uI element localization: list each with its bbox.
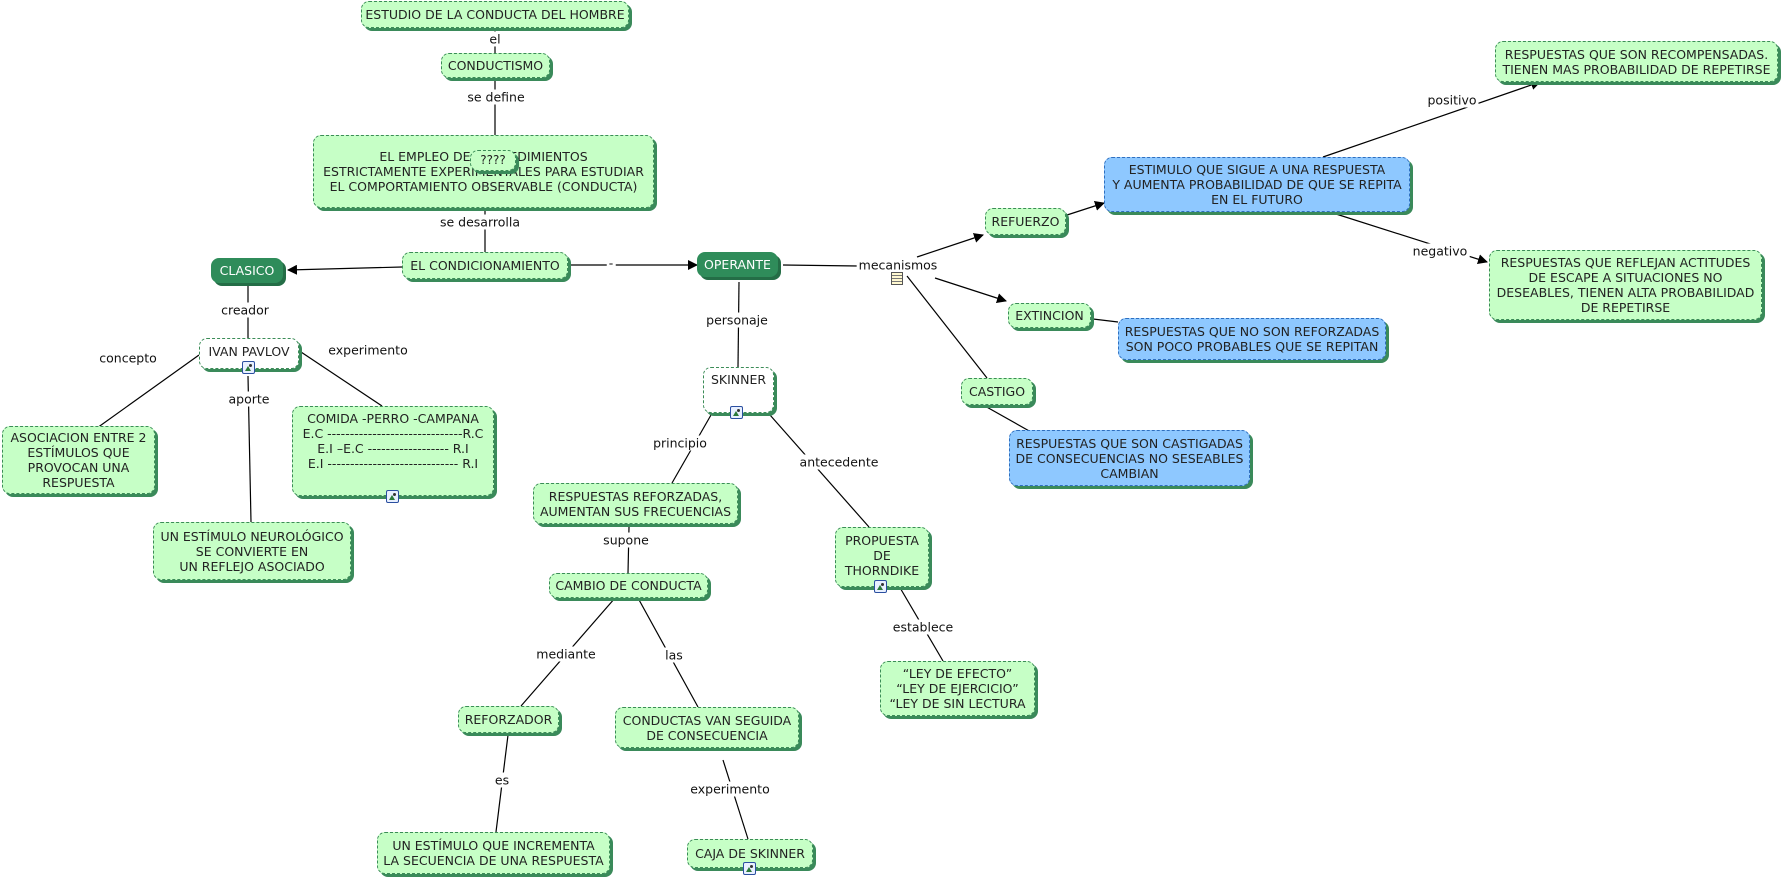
link-label-creador[interactable]: creador — [219, 302, 271, 318]
node-overlay-unknown[interactable]: ???? — [470, 150, 516, 171]
node-respuestas-castigadas[interactable]: RESPUESTAS QUE SON CASTIGADAS DE CONSECU… — [1009, 430, 1250, 486]
node-respuestas-no-reforzadas[interactable]: RESPUESTAS QUE NO SON REFORZADAS SON POC… — [1118, 318, 1386, 360]
node-castigo[interactable]: CASTIGO — [961, 378, 1033, 405]
link-label-las[interactable]: las — [663, 647, 685, 663]
node-extincion[interactable]: EXTINCION — [1008, 303, 1091, 328]
link-label-mediante[interactable]: mediante — [534, 646, 598, 662]
node-el-condicionamiento[interactable]: EL CONDICIONAMIENTO — [402, 252, 568, 279]
link-label-dash[interactable]: - — [606, 255, 616, 271]
image-icon[interactable] — [874, 580, 887, 593]
link-label-se-desarrolla[interactable]: se desarrolla — [437, 214, 523, 230]
link-label-personaje[interactable]: personaje — [704, 312, 770, 328]
link-label-experimento-skinner[interactable]: experimento — [688, 781, 772, 797]
link-line — [1066, 201, 1105, 216]
node-conductas-van-seguida[interactable]: CONDUCTAS VAN SEGUIDA DE CONSECUENCIA — [615, 707, 799, 748]
node-clasico[interactable]: CLASICO — [211, 258, 283, 283]
note-icon[interactable] — [891, 272, 903, 285]
node-comida-label: COMIDA -PERRO -CAMPANA E.C -------------… — [302, 411, 484, 471]
link-label-negativo[interactable]: negativo — [1410, 243, 1470, 259]
link-line — [916, 233, 984, 258]
node-estimulo-neurologico[interactable]: UN ESTÍMULO NEUROLÓGICO SE CONVIERTE EN … — [153, 522, 351, 580]
node-respuestas-recompensadas[interactable]: RESPUESTAS QUE SON RECOMPENSADAS. TIENEN… — [1495, 41, 1778, 82]
link-label-experimento-pavlov[interactable]: experimento — [326, 342, 410, 358]
link-line — [1092, 318, 1119, 323]
node-reforzador[interactable]: REFORZADOR — [458, 706, 559, 733]
link-line — [722, 759, 749, 840]
node-asociacion[interactable]: ASOCIACION ENTRE 2 ESTÍMULOS QUE PROVOCA… — [2, 426, 155, 494]
link-line — [906, 275, 988, 379]
node-thorndike-label: PROPUESTA DE THORNDIKE — [844, 533, 920, 578]
node-conductismo[interactable]: CONDUCTISMO — [441, 53, 550, 78]
image-icon[interactable] — [730, 406, 743, 419]
link-label-principio[interactable]: principio — [651, 435, 709, 451]
image-icon[interactable] — [242, 361, 255, 374]
node-refuerzo[interactable]: REFUERZO — [985, 208, 1066, 235]
node-respuestas-reflejan[interactable]: RESPUESTAS QUE REFLEJAN ACTITUDES DE ESC… — [1489, 250, 1762, 320]
link-line — [300, 351, 383, 407]
image-icon[interactable] — [743, 862, 756, 875]
link-label-positivo[interactable]: positivo — [1425, 92, 1479, 108]
link-label-establece[interactable]: establece — [890, 619, 956, 635]
link-label-aporte[interactable]: aporte — [226, 391, 272, 407]
node-skinner[interactable]: SKINNER — [703, 367, 774, 413]
link-label-el[interactable]: el — [487, 31, 503, 47]
image-icon[interactable] — [386, 490, 399, 503]
link-label-mecanismos[interactable]: mecanismos — [856, 257, 940, 273]
link-line — [975, 400, 1032, 433]
node-caja-label: CAJA DE SKINNER — [695, 846, 805, 861]
link-line — [934, 277, 1007, 303]
node-skinner-label: SKINNER — [710, 372, 767, 387]
node-propuesta-thorndike[interactable]: PROPUESTA DE THORNDIKE — [835, 527, 929, 587]
link-label-se-define[interactable]: se define — [465, 89, 527, 105]
node-operante[interactable]: OPERANTE — [697, 252, 778, 277]
node-respuestas-reforzadas[interactable]: RESPUESTAS REFORZADAS, AUMENTAN SUS FREC… — [533, 483, 738, 524]
link-label-antecedente[interactable]: antecedente — [797, 454, 881, 470]
node-estimulo-sigue[interactable]: ESTIMULO QUE SIGUE A UNA RESPUESTA Y AUM… — [1104, 157, 1410, 212]
link-line — [96, 354, 200, 429]
link-line — [769, 414, 870, 528]
node-ivan-pavlov-label: IVAN PAVLOV — [208, 344, 290, 359]
link-label-supone[interactable]: supone — [601, 532, 651, 548]
node-estudio-conducta[interactable]: ESTUDIO DE LA CONDUCTA DEL HOMBRE — [361, 1, 629, 28]
node-cambio-de-conducta[interactable]: CAMBIO DE CONDUCTA — [549, 573, 708, 598]
link-label-es[interactable]: es — [492, 772, 512, 788]
node-leyes-thorndike[interactable]: “LEY DE EFECTO” “LEY DE EJERCICIO” “LEY … — [880, 661, 1035, 716]
node-comida-perro-campana[interactable]: COMIDA -PERRO -CAMPANA E.C -------------… — [292, 406, 494, 496]
node-empleo-procedimientos[interactable]: EL EMPLEO DE PROCEDIMIENTOS ESTRICTAMENT… — [313, 135, 654, 208]
link-line — [782, 264, 859, 267]
node-estimulo-incrementa[interactable]: UN ESTÍMULO QUE INCREMENTA LA SECUENCIA … — [377, 832, 610, 874]
link-label-concepto[interactable]: concepto — [97, 350, 159, 366]
link-line — [287, 264, 403, 275]
